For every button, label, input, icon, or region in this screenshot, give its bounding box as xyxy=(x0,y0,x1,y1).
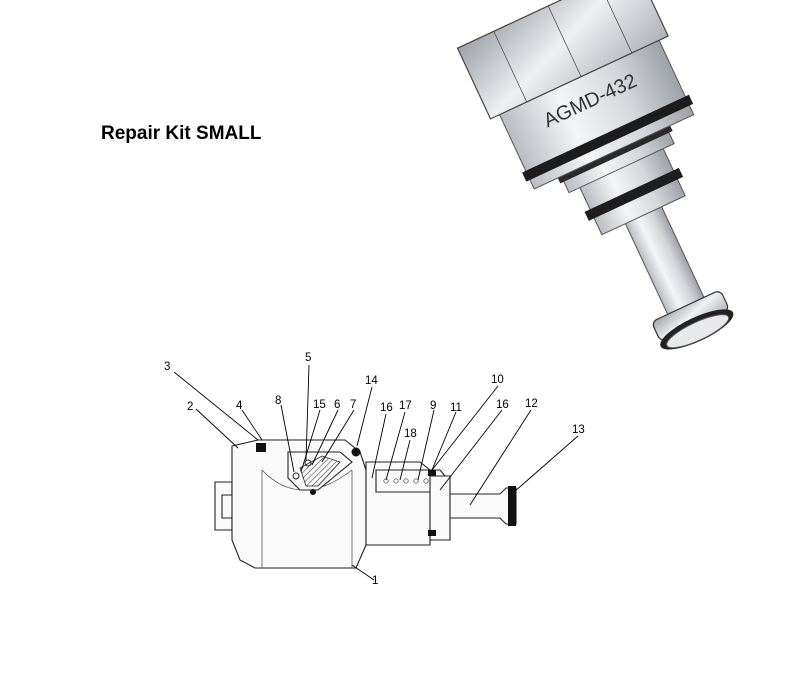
part-label: 7 xyxy=(350,399,356,411)
part-label: 16 xyxy=(496,399,509,411)
part-label: 6 xyxy=(334,399,340,411)
part-label: 17 xyxy=(399,400,412,412)
part-label: 14 xyxy=(365,375,378,387)
part-label: 4 xyxy=(236,400,243,412)
product-render: AGMD-432 xyxy=(456,0,734,350)
part-label: 16 xyxy=(380,402,393,414)
part-label: 1 xyxy=(372,575,378,587)
part-label: 2 xyxy=(187,401,193,413)
part-label: 3 xyxy=(164,361,170,373)
part-label: 5 xyxy=(305,352,311,364)
part-label: 12 xyxy=(525,398,538,410)
part-labels: 3 2 4 5 14 8 15 6 7 16 17 18 9 11 10 16 … xyxy=(164,352,585,587)
part-label: 9 xyxy=(430,400,436,412)
page-title: Repair Kit SMALL xyxy=(101,123,262,144)
leader-lines xyxy=(173,364,579,581)
part-label: 15 xyxy=(313,399,326,411)
part-label: 18 xyxy=(404,428,417,440)
part-label: 8 xyxy=(275,395,281,407)
part-label: 10 xyxy=(491,374,504,386)
part-label: 13 xyxy=(572,424,585,436)
part-label: 11 xyxy=(450,402,462,414)
